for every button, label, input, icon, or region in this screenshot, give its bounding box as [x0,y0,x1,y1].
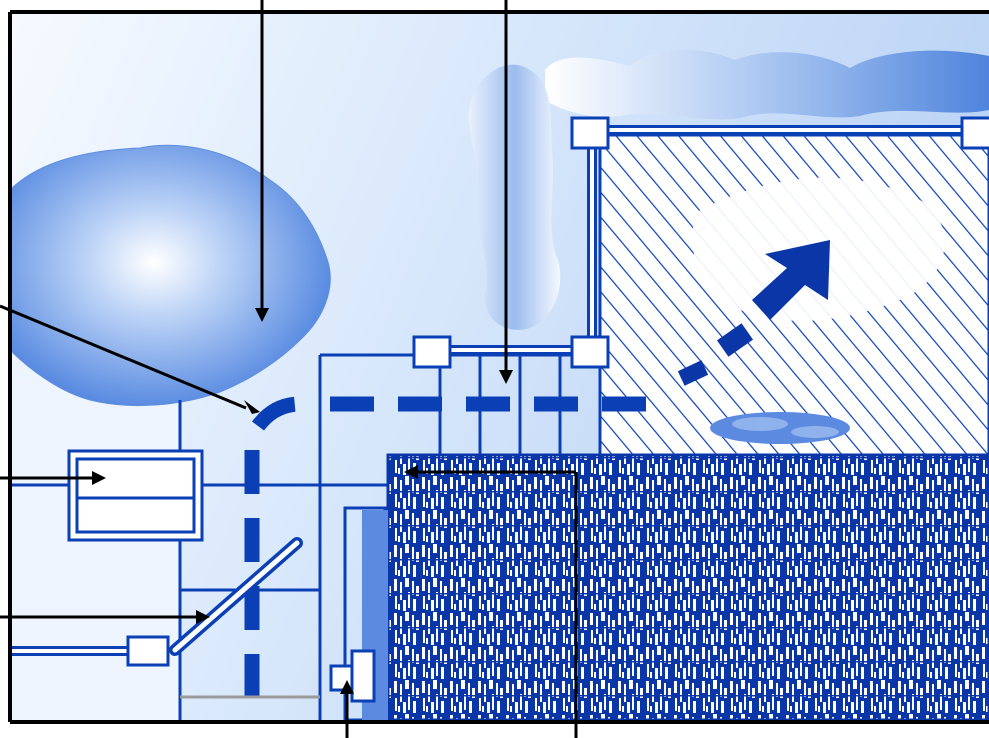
stepping-stones [710,412,850,444]
post-marker [570,116,610,150]
callout-top-left [255,0,269,322]
planter-box [67,449,204,542]
post-marker [960,116,989,150]
shrub-column [468,64,561,330]
bench [10,635,376,703]
pergola-frame [432,125,975,355]
tree-canopy [9,144,331,406]
callout-left-lower [0,610,210,624]
callout-left-upper [0,304,260,414]
post-marker [570,335,610,369]
diagonal-ramp [169,537,303,656]
post-marker [412,335,452,369]
shrub-row-top [545,49,989,120]
callout-left-middle [0,471,106,485]
callout-top-right [499,0,513,384]
callout-bottom-right [404,465,578,738]
post-markers [412,116,989,369]
callouts [0,0,578,738]
dashed-path [244,396,660,720]
left-lawn [10,380,180,720]
directional-arrow [677,240,830,386]
frame [8,10,989,724]
callout-bottom-left [340,680,354,738]
textured-paving [386,453,989,722]
